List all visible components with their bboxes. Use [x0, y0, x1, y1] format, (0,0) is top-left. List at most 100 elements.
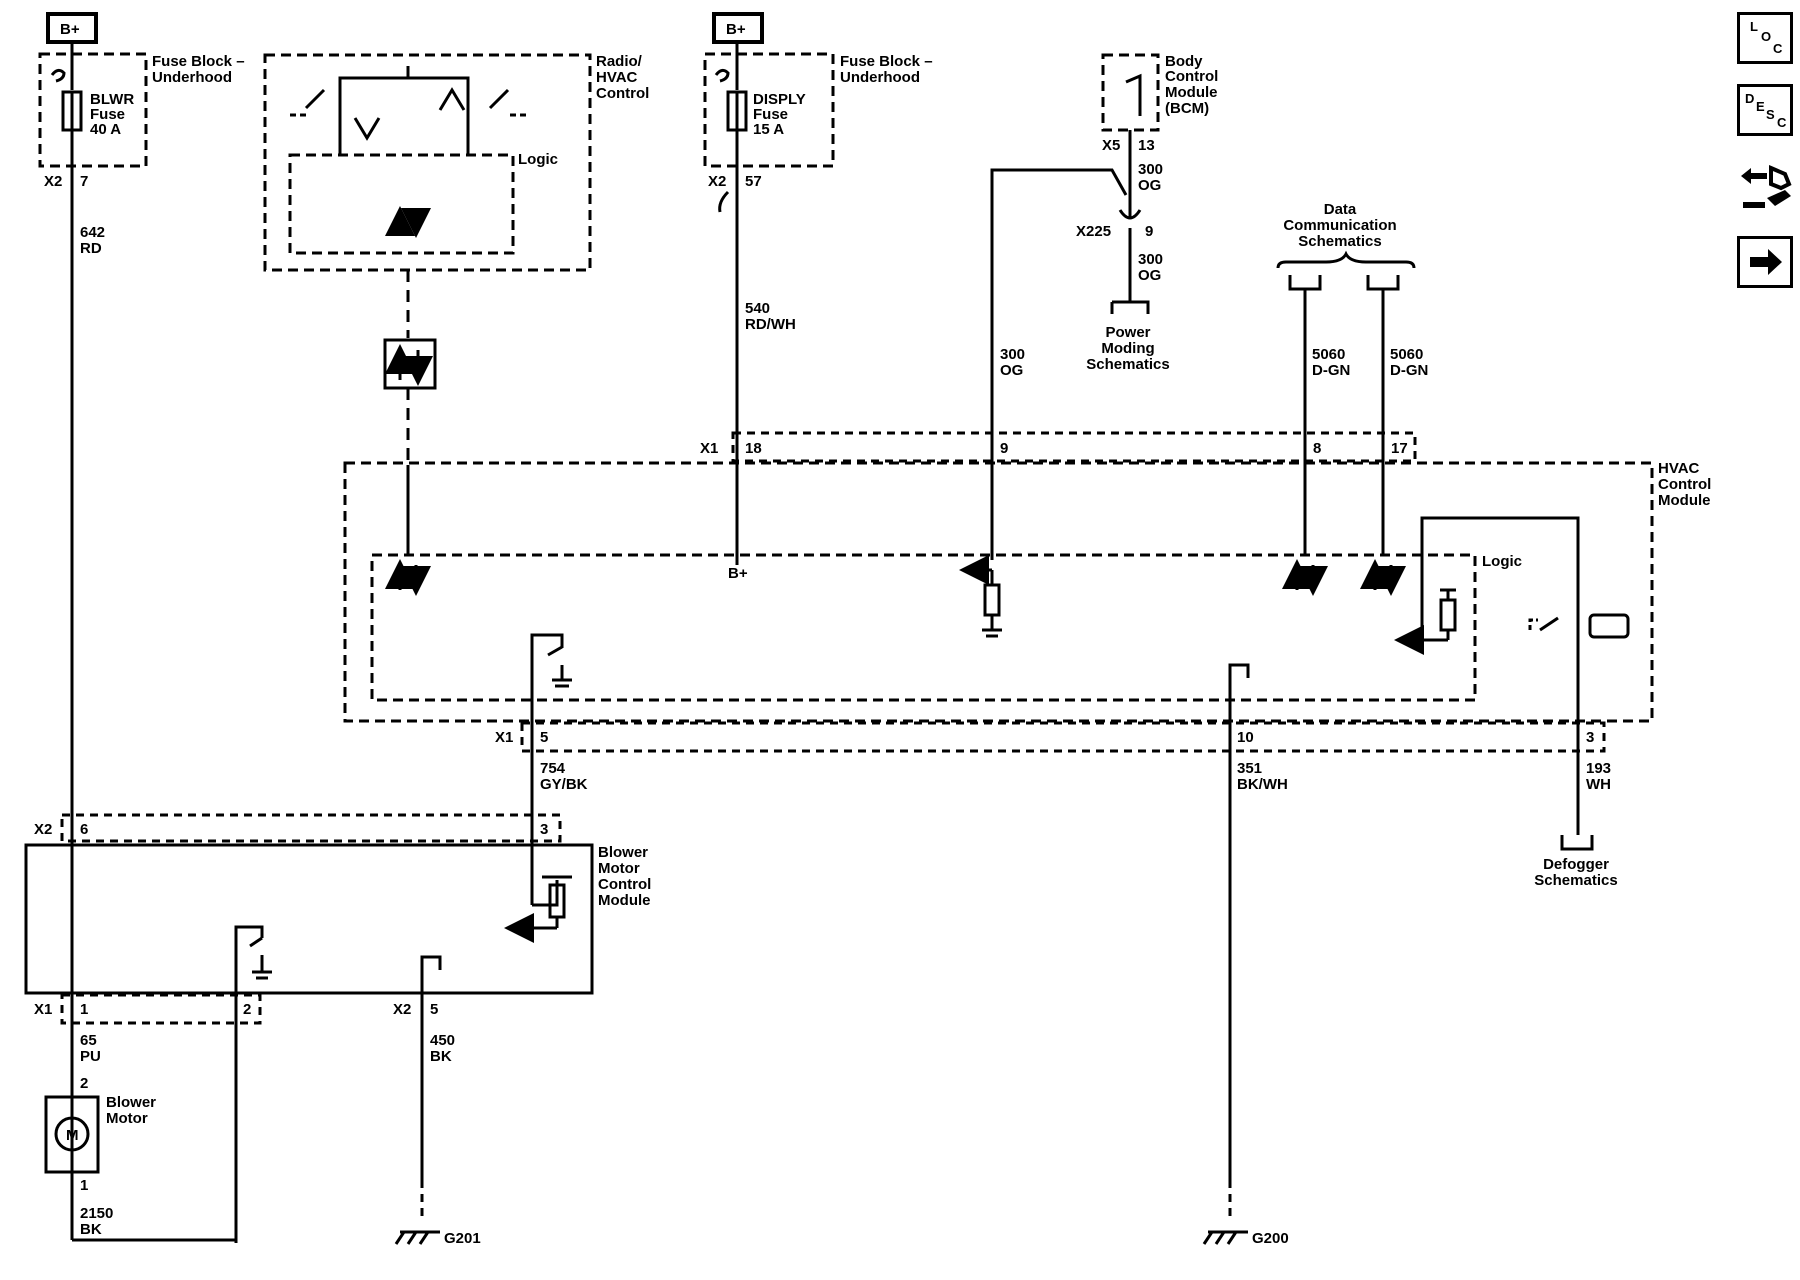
desc-letter-e: E — [1756, 99, 1765, 114]
desc-letter-d: D — [1745, 91, 1754, 106]
motor-pin-2: 2 — [80, 1075, 88, 1092]
blower-x2-top: X2 — [34, 821, 52, 838]
fuse-block-mid-label-1: Fuse Block – — [840, 53, 933, 70]
disply-fuse-label-3: 15 A — [753, 121, 784, 138]
fuse-block-left-label-1: Fuse Block – — [152, 53, 245, 70]
bcm-label-4: (BCM) — [1165, 100, 1209, 117]
wire-193-num: 193 — [1586, 760, 1611, 777]
motor-label-2: Motor — [106, 1110, 148, 1127]
bcm-conn: X5 — [1102, 137, 1120, 154]
bplus-mid-label: B+ — [726, 21, 746, 38]
defogger-label-2: Schematics — [1534, 872, 1617, 889]
desc-letter-c: C — [1777, 115, 1787, 130]
power-moding-1: Power — [1105, 324, 1150, 341]
fuse-block-left-label-2: Underhood — [152, 69, 232, 86]
fuse-block-mid — [703, 52, 835, 168]
hvac-pin-18: 18 — [745, 440, 762, 457]
radio-label-1: Radio/ — [596, 53, 643, 70]
wire-351-num: 351 — [1237, 760, 1262, 777]
hvac-label-3: Module — [1658, 492, 1711, 509]
wire-540-color: RD/WH — [745, 316, 796, 333]
blower-pin-1: 1 — [80, 1001, 88, 1018]
x1-x2-bottom-connector — [60, 993, 262, 1025]
wire-450-num: 450 — [430, 1032, 455, 1049]
wire-300c-color: OG — [1000, 362, 1023, 379]
blower-x1-bottom: X1 — [34, 1001, 52, 1018]
blower-motor-control-module — [24, 843, 594, 995]
bcm-label-2: Control — [1165, 68, 1218, 85]
blower-motor — [44, 1095, 100, 1174]
x1-top-connector — [731, 431, 1417, 463]
desc-letter-s: S — [1766, 107, 1775, 122]
bplus-internal-label: B+ — [728, 565, 748, 582]
defogger-label-1: Defogger — [1543, 856, 1609, 873]
wire-65-num: 65 — [80, 1032, 97, 1049]
fuse-block-mid-label-2: Underhood — [840, 69, 920, 86]
fuse-mid-conn: X2 — [708, 173, 726, 190]
hvac-label-1: HVAC — [1658, 460, 1700, 477]
wire-300b-num: 300 — [1138, 251, 1163, 268]
data-link-box — [383, 338, 437, 390]
ground-g201: G201 — [444, 1230, 481, 1247]
wire-5060b-color: D-GN — [1390, 362, 1428, 379]
wire-540-num: 540 — [745, 300, 770, 317]
bcm-pin: 13 — [1138, 137, 1155, 154]
radio-label-2: HVAC — [596, 69, 638, 86]
hvac-pin-17: 17 — [1391, 440, 1408, 457]
blower-module-label-1: Blower — [598, 844, 648, 861]
blower-pin-x2-5: 5 — [430, 1001, 438, 1018]
bcm-label-3: Module — [1165, 84, 1218, 101]
wire-450-color: BK — [430, 1048, 452, 1065]
x225-conn: X225 — [1076, 223, 1111, 240]
arrow-right-icon — [1750, 249, 1782, 275]
hvac-x1-top: X1 — [700, 440, 718, 457]
bcm-box — [1101, 53, 1160, 132]
bplus-left-label: B+ — [60, 21, 80, 38]
power-moding-3: Schematics — [1086, 356, 1169, 373]
bcm-label-1: Body — [1165, 53, 1203, 70]
radio-logic-label: Logic — [518, 151, 558, 168]
hvac-pin-8: 8 — [1313, 440, 1321, 457]
blower-module-label-2: Motor — [598, 860, 640, 877]
desc-button[interactable]: D E S C — [1737, 84, 1793, 136]
loc-letter-l: L — [1750, 19, 1758, 34]
hvac-pin-10: 10 — [1237, 729, 1254, 746]
fuse-block-left — [38, 52, 148, 168]
connector-repair-icon[interactable] — [1737, 158, 1793, 218]
data-comm-2: Communication — [1283, 217, 1396, 234]
next-button[interactable] — [1737, 236, 1793, 288]
wire-300b-color: OG — [1138, 267, 1161, 284]
hvac-pin-3: 3 — [1586, 729, 1594, 746]
wire-351-color: BK/WH — [1237, 776, 1288, 793]
radio-hvac-control — [263, 53, 592, 272]
x1-bottom-connector — [520, 721, 1606, 753]
wire-2150-color: BK — [80, 1221, 102, 1238]
x225-pin: 9 — [1145, 223, 1153, 240]
wire-2150-num: 2150 — [80, 1205, 113, 1222]
hvac-pin-9: 9 — [1000, 440, 1008, 457]
loc-icon: L O C — [1750, 19, 1783, 56]
hvac-logic-label: Logic — [1482, 553, 1522, 570]
ground-g200: G200 — [1252, 1230, 1289, 1247]
fuse-left-conn: X2 — [44, 173, 62, 190]
fuse-mid-pin: 57 — [745, 173, 762, 190]
wire-300a-color: OG — [1138, 177, 1161, 194]
loc-letter-c: C — [1773, 41, 1783, 56]
wire-642-num: 642 — [80, 224, 105, 241]
wire-754-num: 754 — [540, 760, 566, 777]
hvac-logic-area — [370, 553, 1477, 702]
loc-button[interactable]: L O C — [1737, 12, 1793, 64]
wire-642-color: RD — [80, 240, 102, 257]
hvac-control-module — [343, 461, 1654, 723]
blower-module-label-4: Module — [598, 892, 651, 909]
hvac-pin-5: 5 — [540, 729, 548, 746]
wire-65-color: PU — [80, 1048, 101, 1065]
loc-letter-o: O — [1761, 29, 1771, 44]
blower-pin-2: 2 — [243, 1001, 251, 1018]
power-moding-2: Moding — [1101, 340, 1154, 357]
blower-pin-6: 6 — [80, 821, 88, 838]
hvac-label-2: Control — [1658, 476, 1711, 493]
wire-300c-num: 300 — [1000, 346, 1025, 363]
wire-193-color: WH — [1586, 776, 1611, 793]
